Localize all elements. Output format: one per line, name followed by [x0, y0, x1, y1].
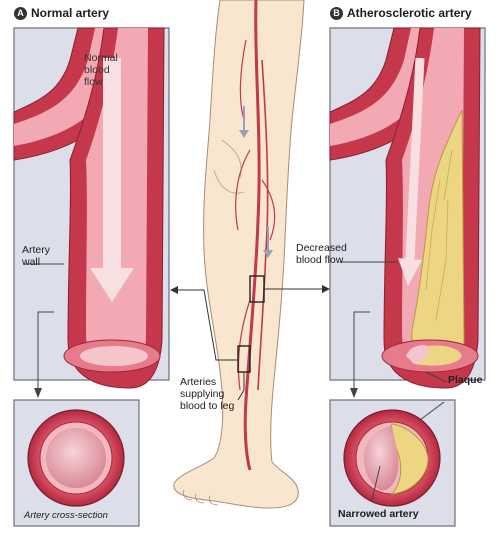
panel-b-title: Atherosclerotic artery	[347, 6, 472, 20]
panel-b-heading: B Atherosclerotic artery	[330, 6, 472, 20]
artery-cross-section-label: Artery cross-section	[24, 510, 108, 521]
narrowed-artery-label: Narrowed artery	[338, 508, 419, 520]
panel-a-heading: A Normal artery	[14, 6, 109, 20]
panel-a-cross-section-box	[13, 399, 140, 527]
artery-wall-label: Artery wall	[22, 244, 51, 268]
atherosclerotic-artery	[329, 27, 481, 389]
normal-blood-flow-label: Normal blood flow	[84, 52, 118, 88]
panel-a-badge: A	[14, 6, 27, 20]
leg	[173, 0, 305, 509]
normal-artery	[13, 27, 165, 389]
plaque-label: Plaque	[448, 374, 483, 386]
panel-a-title: Normal artery	[31, 6, 110, 20]
panel-b-cross-section-box	[329, 399, 456, 527]
arteries-supplying-label: Arteries supplying blood to leg	[180, 376, 235, 412]
decreased-blood-flow-label: Decreased blood flow	[296, 242, 347, 266]
panel-b-badge: B	[330, 6, 343, 20]
